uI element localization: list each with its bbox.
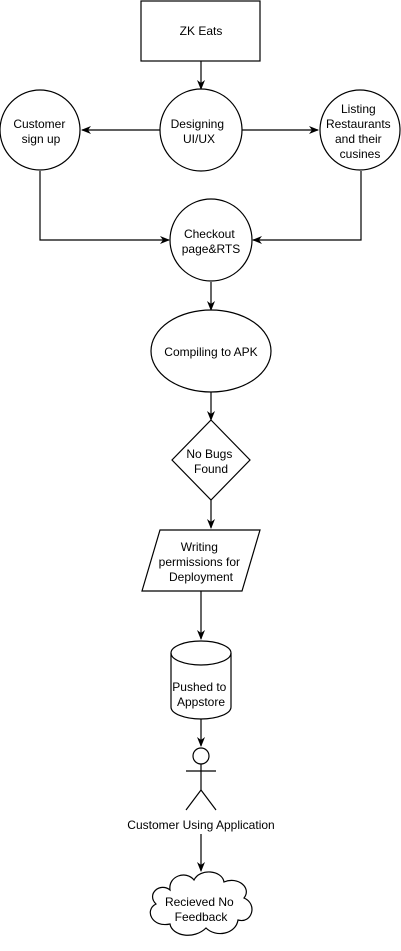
customer-using-label: Customer Using Application bbox=[127, 818, 274, 832]
designing-uiux-label: Designing UI/UX bbox=[171, 117, 228, 146]
edge-listing-to-checkout bbox=[252, 171, 362, 244]
writing-permissions-node[interactable]: Writing permissions for Deployment bbox=[141, 529, 261, 592]
actor-icon bbox=[185, 747, 217, 811]
zk-eats-node[interactable]: ZK Eats bbox=[140, 0, 261, 62]
designing-uiux-node[interactable]: Designing UI/UX bbox=[159, 88, 243, 172]
zk-eats-label: ZK Eats bbox=[180, 24, 223, 38]
customer-actor[interactable]: Customer Using Application bbox=[127, 747, 275, 832]
feedback-cloud-node[interactable]: Recieved No Feedback bbox=[149, 871, 253, 936]
appstore-datastore-node[interactable]: Pushed to Appstore bbox=[170, 640, 232, 720]
checkout-label: Checkout page&RTS bbox=[182, 227, 240, 256]
compiling-apk-label: Compiling to APK bbox=[164, 345, 257, 359]
customer-signup-label: Customer sign up bbox=[13, 117, 68, 146]
connectors bbox=[39, 61, 362, 872]
customer-signup-node[interactable]: Customer sign up bbox=[0, 89, 81, 171]
no-bugs-label: No Bugs Found bbox=[186, 447, 235, 476]
compiling-apk-node[interactable]: Compiling to APK bbox=[150, 309, 272, 393]
feedback-label: Recieved No Feedback bbox=[165, 895, 237, 924]
checkout-node[interactable]: Checkout page&RTS bbox=[169, 198, 253, 282]
edge-signup-to-checkout bbox=[39, 171, 170, 244]
appstore-label: Pushed to Appstore bbox=[172, 680, 229, 709]
listing-restaurants-label: Listing Restaurants and their cusines bbox=[326, 102, 394, 161]
writing-permissions-label: Writing permissions for Deployment bbox=[159, 540, 244, 584]
no-bugs-decision-node[interactable]: No Bugs Found bbox=[171, 419, 251, 501]
listing-restaurants-node[interactable]: Listing Restaurants and their cusines bbox=[319, 89, 401, 171]
